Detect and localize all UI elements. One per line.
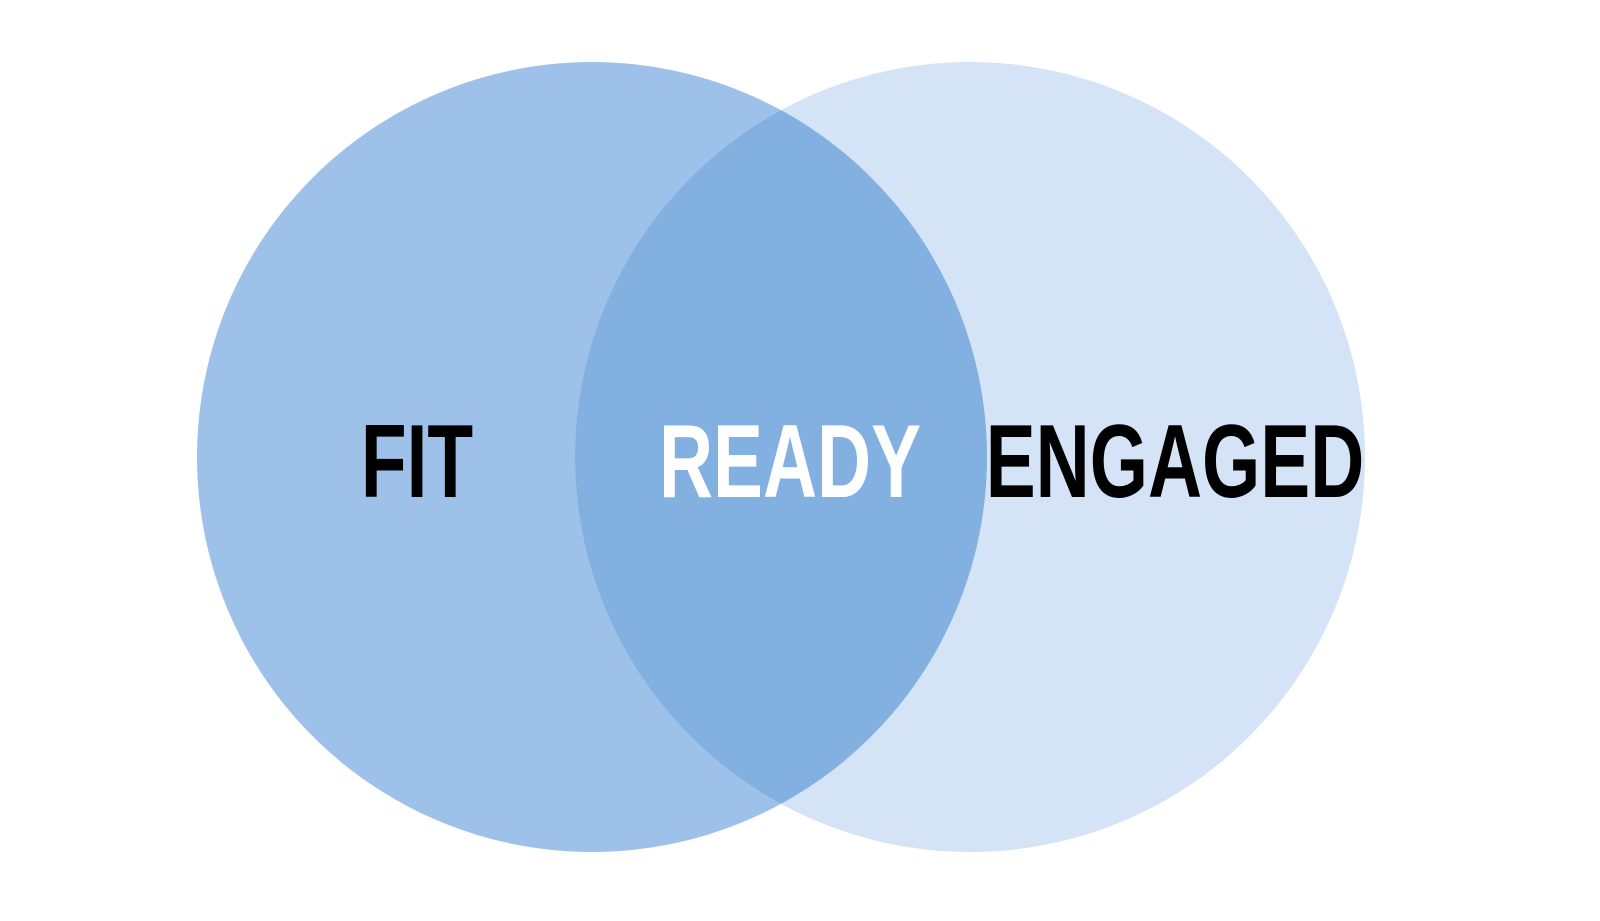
fit-label: FIT (361, 404, 473, 520)
ready-intersection (575, 62, 987, 852)
engaged-label: ENGAGED (986, 404, 1365, 520)
ready-label: READY (659, 404, 921, 520)
